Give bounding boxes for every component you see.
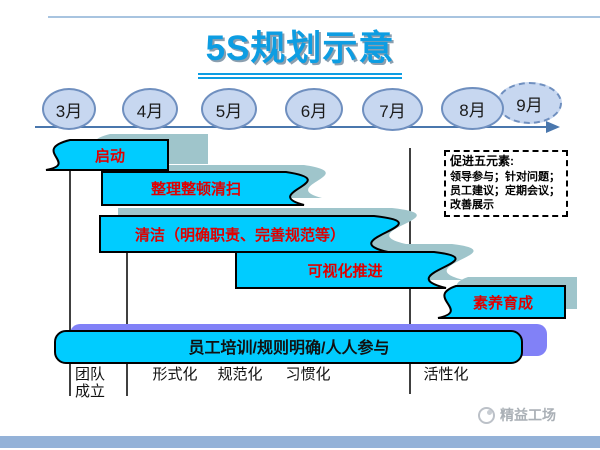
month-label: 4月	[136, 101, 164, 121]
month-oval-aug: 8月	[441, 87, 504, 130]
phase-standardization: 规范化	[217, 366, 263, 383]
gantt-bars	[45, 139, 566, 364]
phase-habituation: 习惯化	[285, 366, 331, 383]
top-divider-line	[48, 16, 600, 18]
month-label: 3月	[55, 101, 83, 121]
phase-activation: 活性化	[423, 366, 469, 383]
month-label: 7月	[379, 102, 406, 121]
month-label: 5月	[215, 101, 243, 121]
phase-team-building: 团队 成立	[74, 366, 105, 401]
bar-standardize-shape	[99, 215, 400, 253]
note-line: 员工建议；定期会议；	[450, 184, 560, 197]
bar-sort-label: 整理整顿清扫	[151, 180, 241, 198]
month-oval-sep: 9月	[497, 82, 562, 124]
footer-strip	[0, 436, 600, 448]
note-heading: 促进五元素:	[450, 154, 514, 168]
month-oval-apr: 4月	[122, 88, 178, 130]
bar-startup-label: 启动	[95, 147, 125, 165]
timeline-arrowhead-icon	[546, 121, 560, 133]
note-line: 领导参与；针对问题；	[450, 170, 560, 183]
bar-sustain-label: 素养育成	[473, 294, 533, 312]
month-label: 9月	[516, 95, 543, 115]
lean-factory-logo-icon	[478, 406, 495, 424]
watermark: 精益工场	[478, 405, 556, 425]
slide-title: 5S规划示意	[197, 20, 403, 79]
month-oval-jun: 6月	[285, 88, 343, 130]
bar-visual-label: 可视化推进	[307, 262, 382, 280]
month-label: 6月	[300, 101, 328, 121]
watermark-text: 精益工场	[500, 407, 556, 423]
month-oval-jul: 7月	[362, 88, 423, 131]
slide-title-wrap: 5S规划示意	[0, 20, 600, 79]
note-line: 改善展示	[450, 199, 494, 212]
bar-sustain-shape	[437, 285, 566, 319]
month-oval-mar: 3月	[42, 88, 96, 130]
bar-sort-shape	[101, 171, 309, 206]
bar-standardize-label: 清洁（明确职责、完善规范等）	[135, 226, 345, 244]
five-elements-note-box: 促进五元素: 领导参与；针对问题； 员工建议；定期会议； 改善展示	[444, 150, 568, 218]
bar-labels: 启动 整理整顿清扫 清洁（明确职责、完善规范等） 可视化推进 素养育成	[95, 147, 533, 312]
bar-training-label: 员工培训/规则明确/人人参与	[189, 338, 390, 357]
bar-startup-shape	[45, 139, 169, 171]
bar-visual-shape	[235, 251, 457, 289]
month-oval-may: 5月	[201, 88, 257, 130]
phase-formalization: 形式化	[152, 366, 198, 383]
month-label: 8月	[459, 101, 486, 120]
bar-training-shape	[54, 330, 523, 364]
